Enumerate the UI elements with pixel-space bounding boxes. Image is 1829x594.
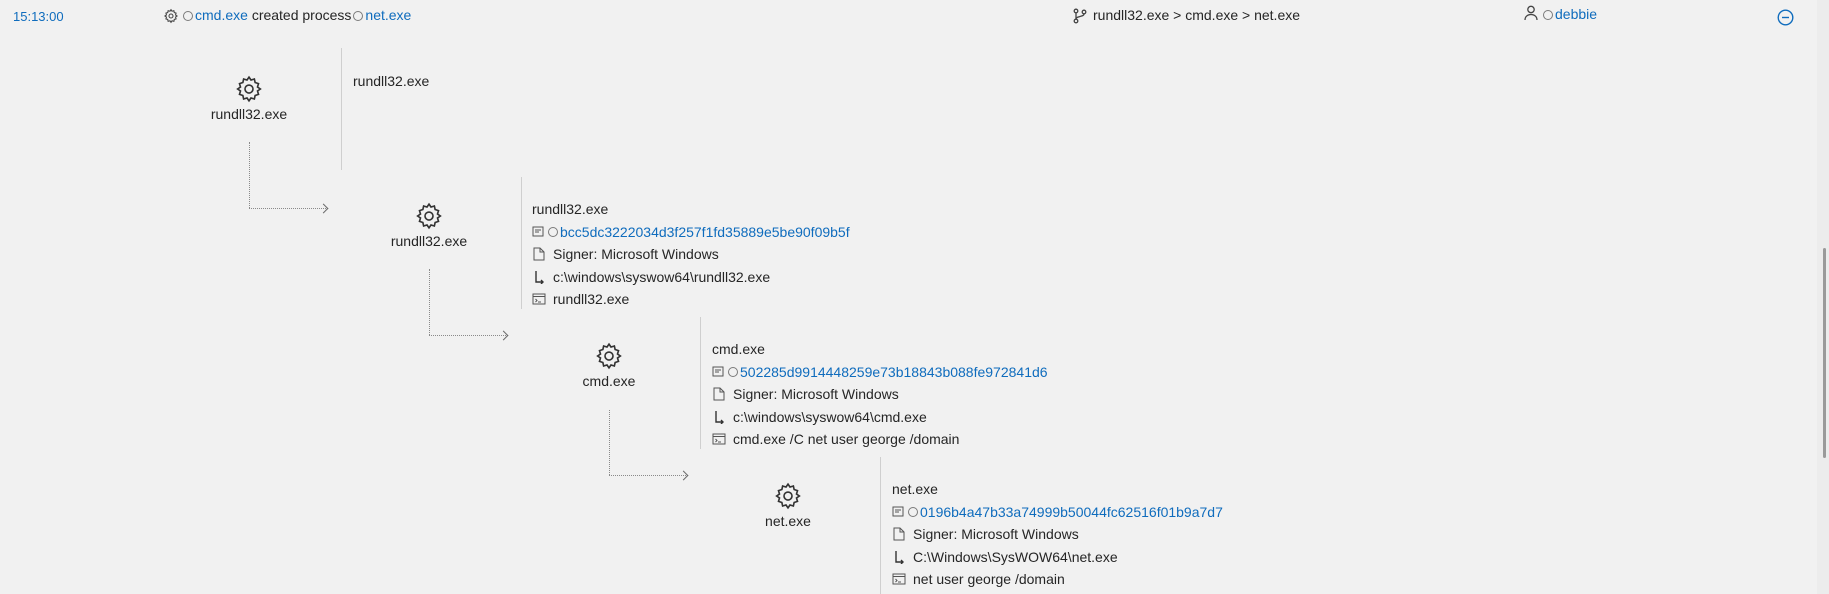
path-text: c:\windows\syswow64\rundll32.exe bbox=[553, 268, 771, 285]
path-row: c:\windows\syswow64\rundll32.exe bbox=[532, 266, 850, 289]
detail-divider bbox=[341, 48, 342, 170]
gear-icon bbox=[775, 482, 801, 510]
path-row: c:\windows\syswow64\cmd.exe bbox=[712, 406, 1048, 429]
process-node-root[interactable]: rundll32.exe bbox=[189, 74, 309, 122]
process-title: net.exe bbox=[892, 481, 938, 498]
cmdline-text: rundll32.exe bbox=[553, 291, 630, 308]
process-node-rundll32[interactable]: rundll32.exe bbox=[369, 201, 489, 249]
path-text: c:\windows\syswow64\cmd.exe bbox=[733, 408, 927, 425]
certificate-icon bbox=[712, 365, 726, 379]
process-node-label: rundll32.exe bbox=[390, 233, 468, 249]
process-node-label: net.exe bbox=[765, 513, 811, 529]
path-row: C:\Windows\SysWOW64\net.exe bbox=[892, 546, 1223, 569]
path-text: C:\Windows\SysWOW64\net.exe bbox=[913, 548, 1118, 565]
detail-divider bbox=[700, 317, 701, 449]
process-node-label: rundll32.exe bbox=[210, 106, 288, 122]
certificate-icon bbox=[892, 505, 906, 519]
signer-text: Signer: Microsoft Windows bbox=[553, 246, 719, 263]
hash-row: 502285d9914448259e73b18843b088fe972841d6 bbox=[712, 361, 1048, 384]
status-circle-icon bbox=[183, 11, 193, 21]
process-title: rundll32.exe bbox=[532, 201, 609, 218]
vertical-scrollbar[interactable] bbox=[1817, 0, 1829, 594]
scrollbar-thumb[interactable] bbox=[1823, 248, 1826, 458]
hash-link[interactable]: 0196b4a47b33a74999b50044fc62516f01b9a7d7 bbox=[920, 503, 1223, 520]
tree-connector bbox=[249, 208, 326, 209]
process-node-cmd[interactable]: cmd.exe bbox=[549, 341, 669, 389]
arrow-icon bbox=[318, 203, 329, 214]
signer-row: Signer: Microsoft Windows bbox=[712, 383, 1048, 406]
cmdline-row: cmd.exe /C net user george /domain bbox=[712, 428, 1048, 451]
certificate-icon bbox=[532, 225, 546, 239]
terminal-icon bbox=[892, 572, 906, 586]
status-circle-icon bbox=[728, 366, 738, 377]
tree-connector bbox=[249, 142, 250, 208]
process-detail-panel: net.exe 0196b4a47b33a74999b50044fc62516f… bbox=[892, 478, 1223, 591]
tree-connector bbox=[429, 335, 506, 336]
detail-divider bbox=[880, 457, 881, 594]
process-title: cmd.exe bbox=[712, 341, 765, 358]
signer-text: Signer: Microsoft Windows bbox=[733, 386, 899, 403]
user-field: debbie bbox=[1543, 6, 1597, 22]
process-detail-panel: cmd.exe 502285d9914448259e73b18843b088fe… bbox=[712, 338, 1048, 451]
gear-icon bbox=[596, 342, 622, 370]
event-time[interactable]: 15:13:00 bbox=[13, 9, 64, 24]
hash-link[interactable]: 502285d9914448259e73b18843b088fe972841d6 bbox=[740, 363, 1048, 380]
status-circle-icon bbox=[1543, 10, 1553, 20]
process-title: rundll32.exe bbox=[353, 73, 430, 90]
terminal-icon bbox=[532, 292, 546, 306]
event-action-text: created process bbox=[251, 7, 352, 23]
event-summary: cmd.exe created process net.exe bbox=[183, 7, 411, 23]
detail-divider bbox=[521, 177, 522, 309]
terminal-icon bbox=[712, 432, 726, 446]
hash-row: bcc5dc3222034d3f257f1fd35889e5be90f09b5f bbox=[532, 221, 850, 244]
status-circle-icon bbox=[353, 11, 364, 21]
cmdline-row: net user george /domain bbox=[892, 568, 1223, 591]
root-detail-panel: rundll32.exe bbox=[353, 70, 429, 93]
document-icon bbox=[712, 387, 726, 401]
path-icon bbox=[712, 410, 726, 424]
tree-connector bbox=[429, 269, 430, 335]
status-circle-icon bbox=[908, 506, 918, 517]
tree-connector bbox=[609, 410, 610, 475]
process-gear-icon bbox=[163, 8, 179, 27]
cmdline-text: cmd.exe /C net user george /domain bbox=[733, 431, 960, 448]
path-icon bbox=[892, 550, 906, 564]
event-target-link[interactable]: net.exe bbox=[365, 7, 412, 23]
gear-icon bbox=[416, 202, 442, 230]
status-circle-icon bbox=[548, 226, 558, 237]
signer-row: Signer: Microsoft Windows bbox=[532, 243, 850, 266]
gear-icon bbox=[236, 75, 262, 103]
cmdline-row: rundll32.exe bbox=[532, 288, 850, 311]
document-icon bbox=[532, 247, 546, 261]
arrow-icon bbox=[498, 330, 509, 341]
document-icon bbox=[892, 527, 906, 541]
cmdline-text: net user george /domain bbox=[913, 571, 1065, 588]
user-link[interactable]: debbie bbox=[1555, 6, 1598, 22]
path-icon bbox=[532, 270, 546, 284]
process-node-net[interactable]: net.exe bbox=[728, 481, 848, 529]
process-path-chain: rundll32.exe > cmd.exe > net.exe bbox=[1093, 7, 1301, 23]
signer-row: Signer: Microsoft Windows bbox=[892, 523, 1223, 546]
signer-text: Signer: Microsoft Windows bbox=[913, 526, 1079, 543]
arrow-icon bbox=[678, 470, 689, 481]
tree-connector bbox=[609, 475, 686, 476]
process-node-label: cmd.exe bbox=[582, 373, 636, 389]
event-source-link[interactable]: cmd.exe bbox=[195, 7, 248, 23]
hash-link[interactable]: bcc5dc3222034d3f257f1fd35889e5be90f09b5f bbox=[560, 223, 850, 240]
branch-icon bbox=[1073, 8, 1087, 27]
process-detail-panel: rundll32.exe bcc5dc3222034d3f257f1fd3588… bbox=[532, 198, 850, 311]
hash-row: 0196b4a47b33a74999b50044fc62516f01b9a7d7 bbox=[892, 501, 1223, 524]
user-icon bbox=[1524, 5, 1538, 24]
collapse-icon[interactable] bbox=[1777, 9, 1794, 29]
